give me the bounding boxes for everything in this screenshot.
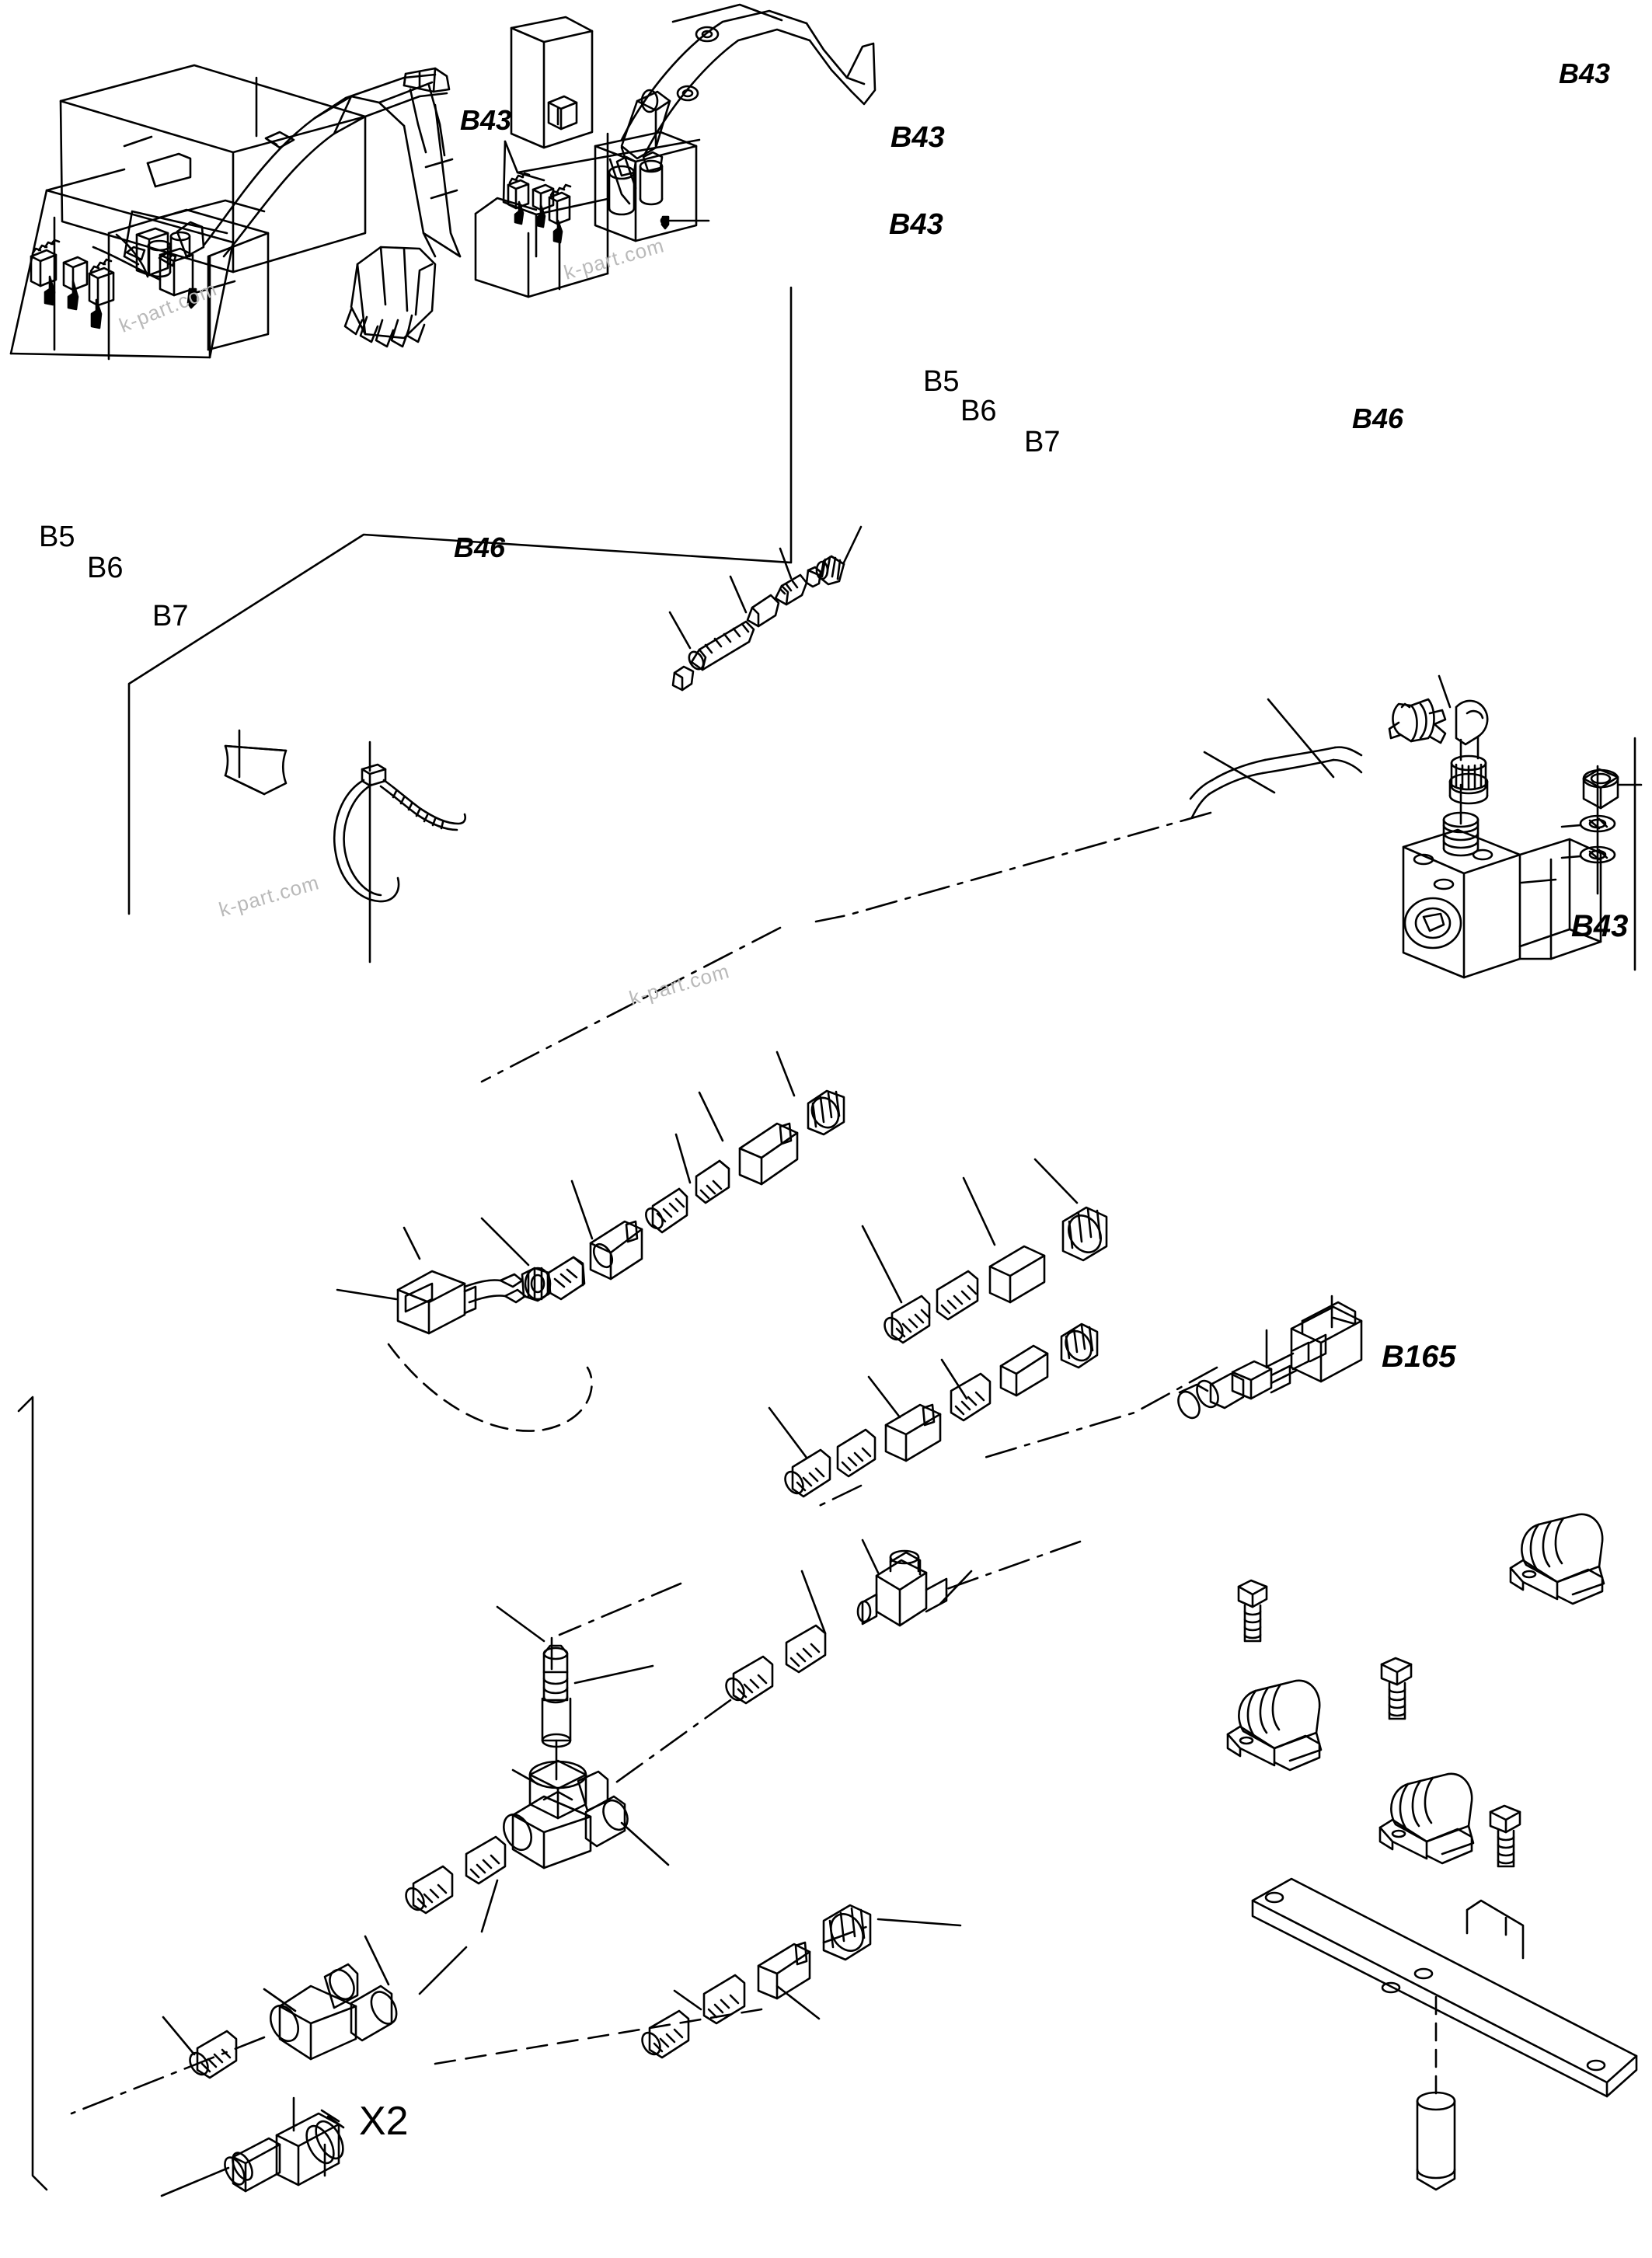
elbow-mid-fitting [725,1538,973,1705]
callout-b5-right: B5 [923,365,960,398]
callout-b7-right: B7 [1024,426,1061,458]
hose-run-upper [668,525,863,692]
callout-x2: X2 [359,2099,409,2144]
callout-b43-right-machine: B43 [1559,57,1611,89]
callout-b43-valve: B43 [1571,909,1629,943]
tag-plate [224,729,288,796]
exploded-frame-lines [17,286,1636,2191]
elbow-fitting-clamp [1388,674,1489,805]
wire-harness-lead [1189,698,1363,819]
lower-right-hose-run [434,1904,962,2065]
callout-b43-right: B43 [890,121,945,154]
callout-b46-left: B46 [454,531,506,563]
callout-b6-right: B6 [960,395,997,427]
b165-connector [1177,1295,1363,1420]
callout-b165: B165 [1382,1340,1456,1374]
cable-tie [333,740,467,903]
hose-run-tee [768,1322,1099,1498]
hose-run-connector-left [336,1051,845,1335]
callout-b43-right-dup: B43 [889,208,943,241]
callout-b46-right: B46 [1352,402,1404,434]
valve-block-b43 [1402,783,1602,979]
callout-b7-left: B7 [152,600,189,632]
callout-b6-left: B6 [87,552,124,584]
machine-right-body [474,3,877,298]
hose-run-b165 [861,1158,1108,1344]
machine-left-body [9,64,462,361]
callout-b43-left: B43 [460,104,512,136]
lower-left-tee [162,1935,468,2079]
mount-bar-assembly [1226,765,1643,2191]
x2-bulkhead-fitting [160,2096,345,2197]
callout-b5-left: B5 [39,521,75,553]
cartridge-tee-block [405,1605,670,1933]
